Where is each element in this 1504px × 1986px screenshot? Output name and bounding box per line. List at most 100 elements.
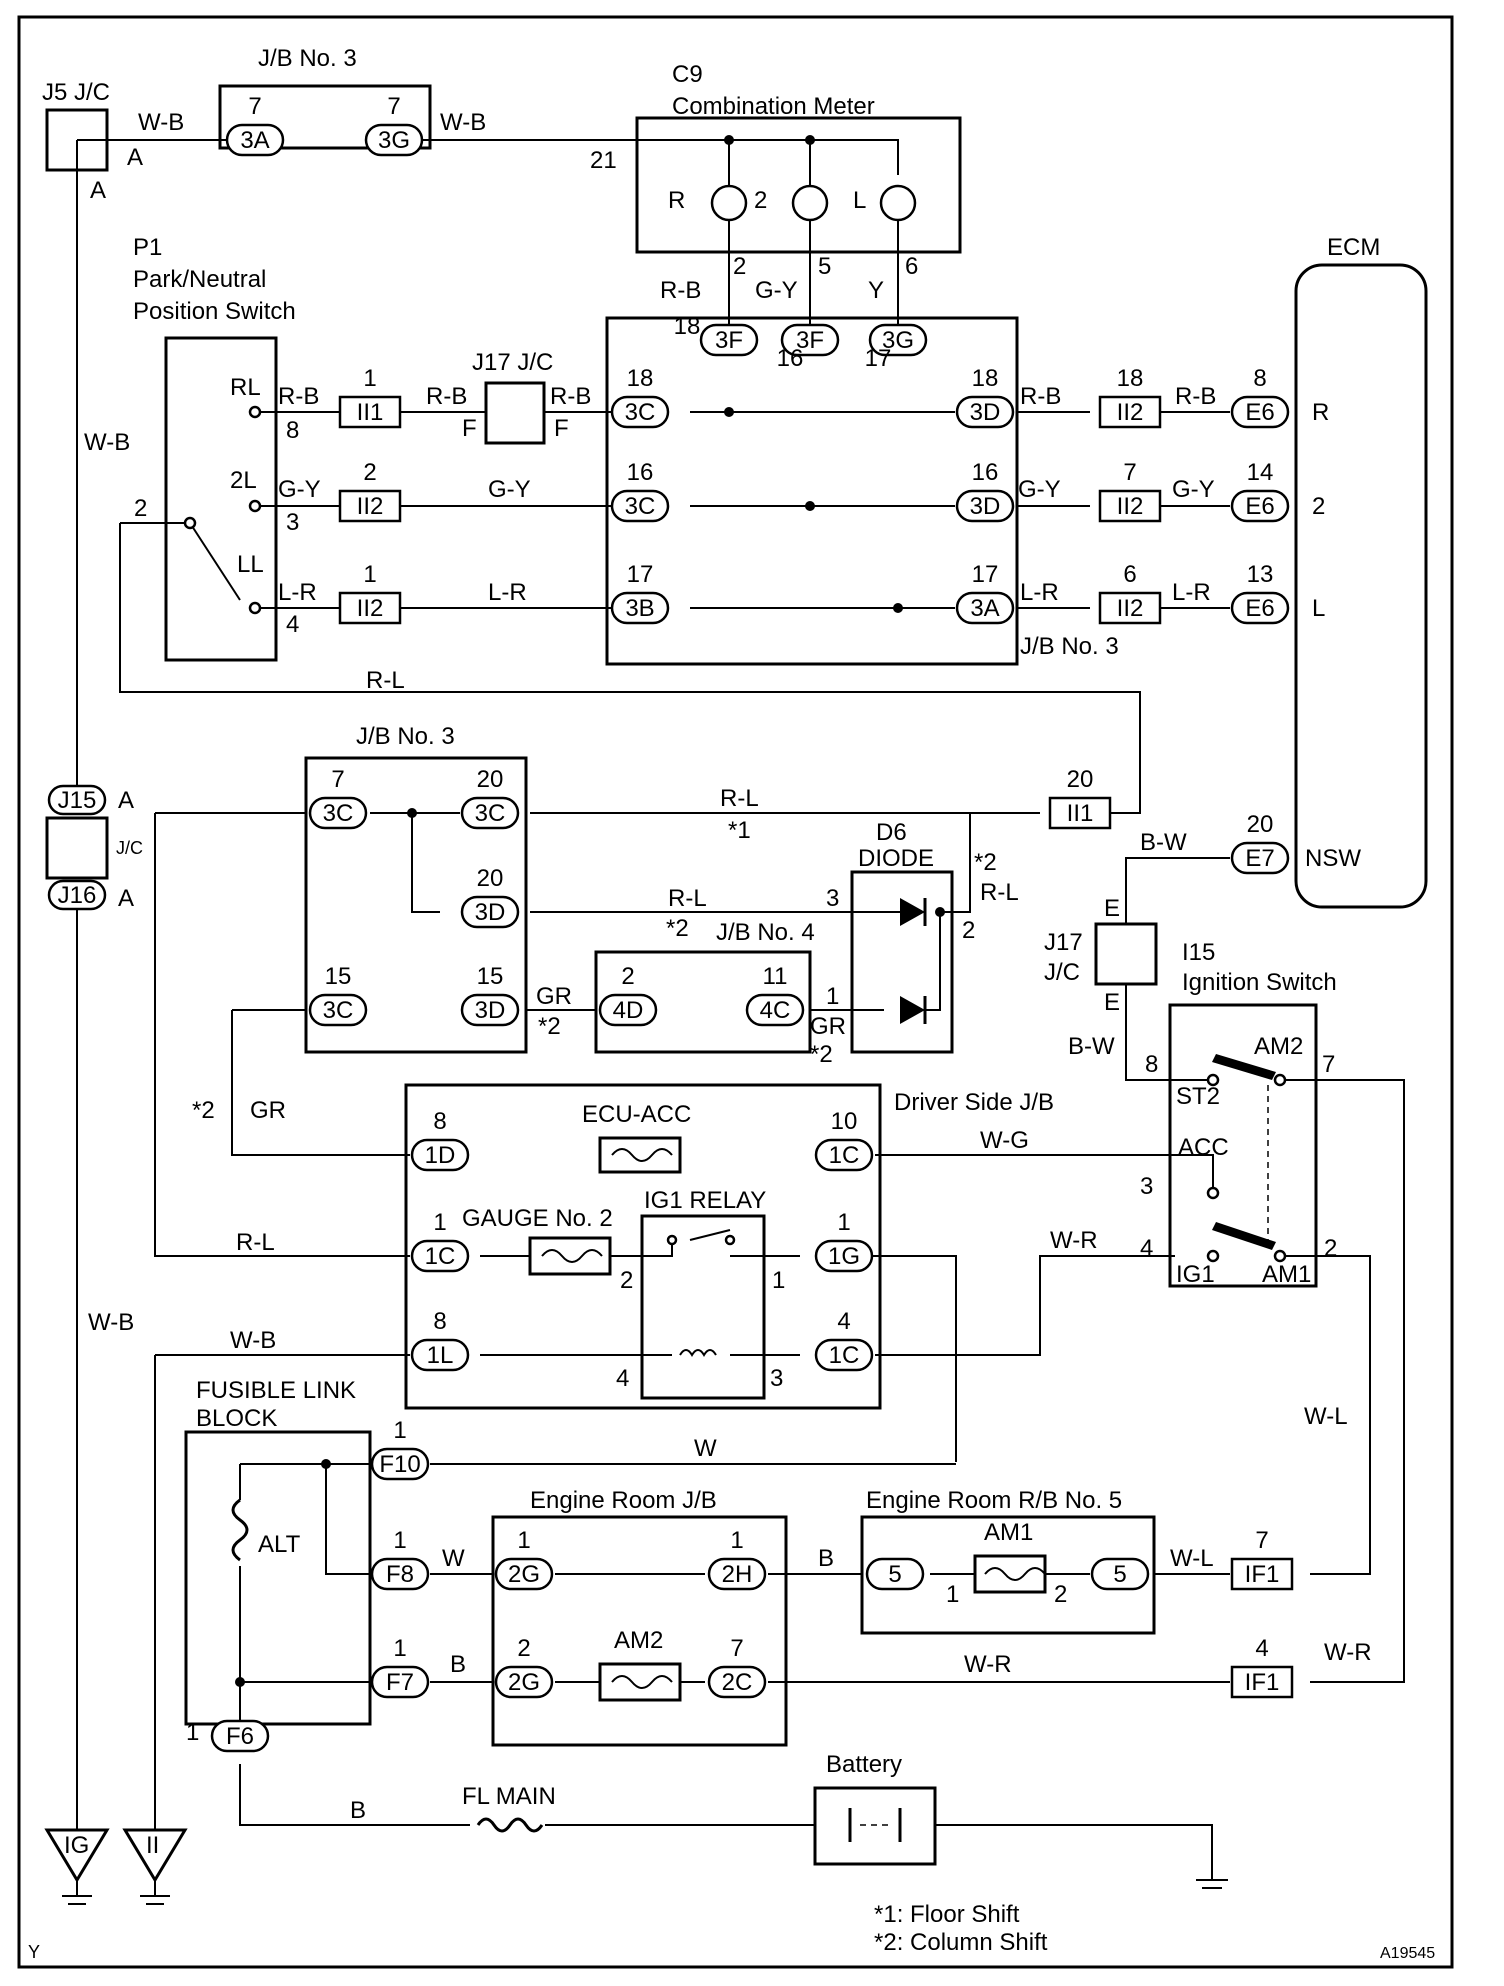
connector-label: II2: [1117, 399, 1144, 426]
connector-j15: [47, 784, 107, 816]
connector-label: 2C: [722, 1669, 753, 1696]
label-b-3: B: [350, 1797, 366, 1824]
label-wb-4: W-B: [230, 1327, 276, 1354]
connector-pin-number: 13: [1247, 561, 1274, 588]
pnp-contacts: [183, 405, 262, 615]
connector-pin-number: 8: [1253, 365, 1266, 392]
connector-ii2: [1098, 395, 1162, 429]
label-gauge-no2: GAUGE No. 2: [462, 1205, 613, 1232]
label-ign-3: 3: [1140, 1173, 1153, 1200]
connector-pin-number: 4: [1255, 1635, 1268, 1662]
connector-label: E6: [1245, 493, 1274, 520]
label-position-switch: Position Switch: [133, 298, 296, 325]
label-diode-2: 2: [962, 917, 975, 944]
connector-pin-number: 15: [325, 963, 352, 990]
label-wb-1: W-B: [138, 109, 184, 136]
label-relay-4: 4: [616, 1365, 629, 1392]
label-ign-8: 8: [1145, 1051, 1158, 1078]
label-ground-ig: IG: [64, 1832, 89, 1859]
label-lr-1: L-R: [278, 579, 317, 606]
connector-label: F10: [379, 1451, 420, 1478]
label-j5-a2: A: [90, 177, 106, 204]
connector-label: 3C: [625, 493, 656, 520]
label-ecm-nsw: NSW: [1305, 845, 1361, 872]
connector-pin-number: 1: [517, 1527, 530, 1554]
label-jc-lower: J/C: [1044, 959, 1080, 986]
connector-2h: [707, 1557, 767, 1591]
connector-3f: [780, 323, 840, 357]
connector-ii2: [338, 489, 402, 523]
label-i15: I15: [1182, 939, 1215, 966]
label-f-1: F: [462, 415, 477, 442]
connector-label: 3F: [715, 327, 743, 354]
connector-label: 2G: [508, 1669, 540, 1696]
connector-label: 4C: [760, 997, 791, 1024]
combination-meter-box: [635, 116, 962, 254]
connector-label: 3A: [240, 127, 269, 154]
jc-j15-j16-box: [45, 816, 109, 880]
label-j17-lower: J17: [1044, 929, 1083, 956]
connector-label: 3C: [625, 399, 656, 426]
diode-box: [850, 870, 954, 1054]
label-rl-4: R-L: [980, 879, 1019, 906]
connector-if1: [1230, 1557, 1294, 1591]
connector-label: E6: [1245, 399, 1274, 426]
connector-pin-number: 2: [517, 1635, 530, 1662]
connector-label: 3D: [475, 899, 506, 926]
connector-label: 1C: [425, 1243, 456, 1270]
connector-1c: [410, 1239, 470, 1273]
connector-label: 5: [888, 1561, 901, 1588]
label-j15-a: A: [118, 787, 134, 814]
label-rb-4: R-B: [1020, 383, 1061, 410]
page-border: [17, 15, 1454, 1969]
label-ig1-relay: IG1 RELAY: [644, 1187, 766, 1214]
label-battery: Battery: [826, 1751, 902, 1778]
connector-ii1: [1048, 796, 1112, 830]
connector-label: 1G: [828, 1243, 860, 1270]
connector-pin-number: 1: [363, 561, 376, 588]
connector-pin-number: 1: [837, 1209, 850, 1236]
label-lr-3: L-R: [1020, 579, 1059, 606]
j17-jc-box-lower: [1094, 922, 1158, 986]
connector-label: 2G: [508, 1561, 540, 1588]
connector-label: II2: [357, 493, 384, 520]
label-ign-4: 4: [1140, 1235, 1153, 1262]
label-gy-2: G-Y: [488, 476, 531, 503]
connector-2c: [707, 1665, 767, 1699]
label-j5-a1: A: [127, 144, 143, 171]
label-ig1: IG1: [1176, 1261, 1215, 1288]
label-block: BLOCK: [196, 1405, 277, 1432]
connector-pin-number: 16: [627, 459, 654, 486]
connector-pin-number: 7: [387, 93, 400, 120]
connector-pin-number: 16: [777, 345, 804, 372]
connector-pin-number: 18: [972, 365, 999, 392]
connector-label: E6: [1245, 595, 1274, 622]
connector-3f: [699, 323, 759, 357]
connector-3d: [460, 993, 520, 1027]
connector-pin-number: 2: [621, 963, 634, 990]
label-ecm: ECM: [1327, 234, 1380, 261]
connector-pin-number: 10: [831, 1108, 858, 1135]
connector-1c: [814, 1338, 874, 1372]
connector-pin-number: 17: [627, 561, 654, 588]
label-note2-d: *2: [810, 1041, 833, 1068]
label-ll-pin: LL: [237, 551, 264, 578]
connector-label: 3B: [625, 595, 654, 622]
label-fl-main: FL MAIN: [462, 1783, 556, 1810]
connector-pin-number: 17: [972, 561, 999, 588]
label-pnp-2: 2: [134, 495, 147, 522]
connector-label: F7: [386, 1669, 414, 1696]
label-am1: AM1: [1262, 1261, 1311, 1288]
connector-pin-number: 7: [331, 766, 344, 793]
grounds: [44, 1828, 1228, 1905]
label-gr-2: GR: [810, 1013, 846, 1040]
label-note2-b: *2: [974, 849, 997, 876]
connector-pin-number: 14: [1247, 459, 1274, 486]
connector-ii2: [338, 591, 402, 625]
label-acc: ACC: [1178, 1134, 1229, 1161]
label-fusible-link: FUSIBLE LINK: [196, 1377, 356, 1404]
connector-1l: [410, 1338, 470, 1372]
label-rl-pin: RL: [230, 374, 261, 401]
connector-3g: [364, 123, 424, 157]
label-wl-1: W-L: [1170, 1545, 1214, 1572]
